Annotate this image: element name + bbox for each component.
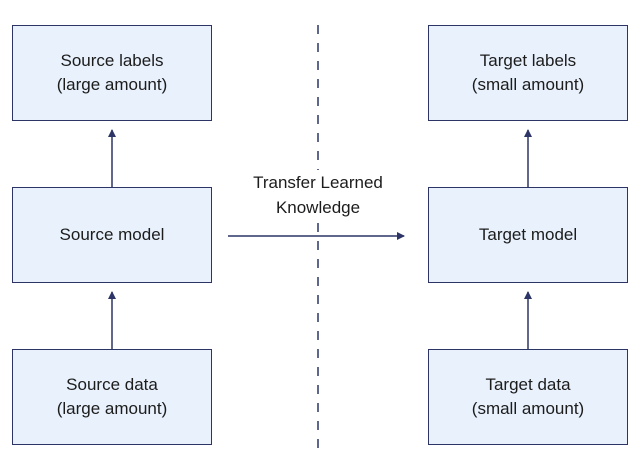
source-labels-box: Source labels (large amount) [12, 25, 212, 121]
target-data-amount: (small amount) [471, 399, 585, 418]
source-data-amount: (large amount) [56, 399, 168, 418]
source-model-box: Source model [12, 187, 212, 283]
transfer-label: Transfer Learned Knowledge [228, 170, 408, 220]
transfer-label-line1: Transfer Learned [253, 173, 383, 192]
target-data-box: Target data (small amount) [428, 349, 628, 445]
source-labels-amount: (large amount) [56, 75, 168, 94]
source-data-box: Source data (large amount) [12, 349, 212, 445]
transfer-label-line2: Knowledge [275, 198, 361, 217]
source-labels-title: Source labels [60, 51, 164, 70]
source-model-title: Source model [59, 225, 165, 244]
source-data-title: Source data [66, 375, 158, 394]
target-labels-title: Target labels [479, 51, 577, 70]
target-labels-box: Target labels (small amount) [428, 25, 628, 121]
target-data-title: Target data [485, 375, 571, 394]
target-model-title: Target model [478, 225, 578, 244]
target-model-box: Target model [428, 187, 628, 283]
target-labels-amount: (small amount) [471, 75, 585, 94]
